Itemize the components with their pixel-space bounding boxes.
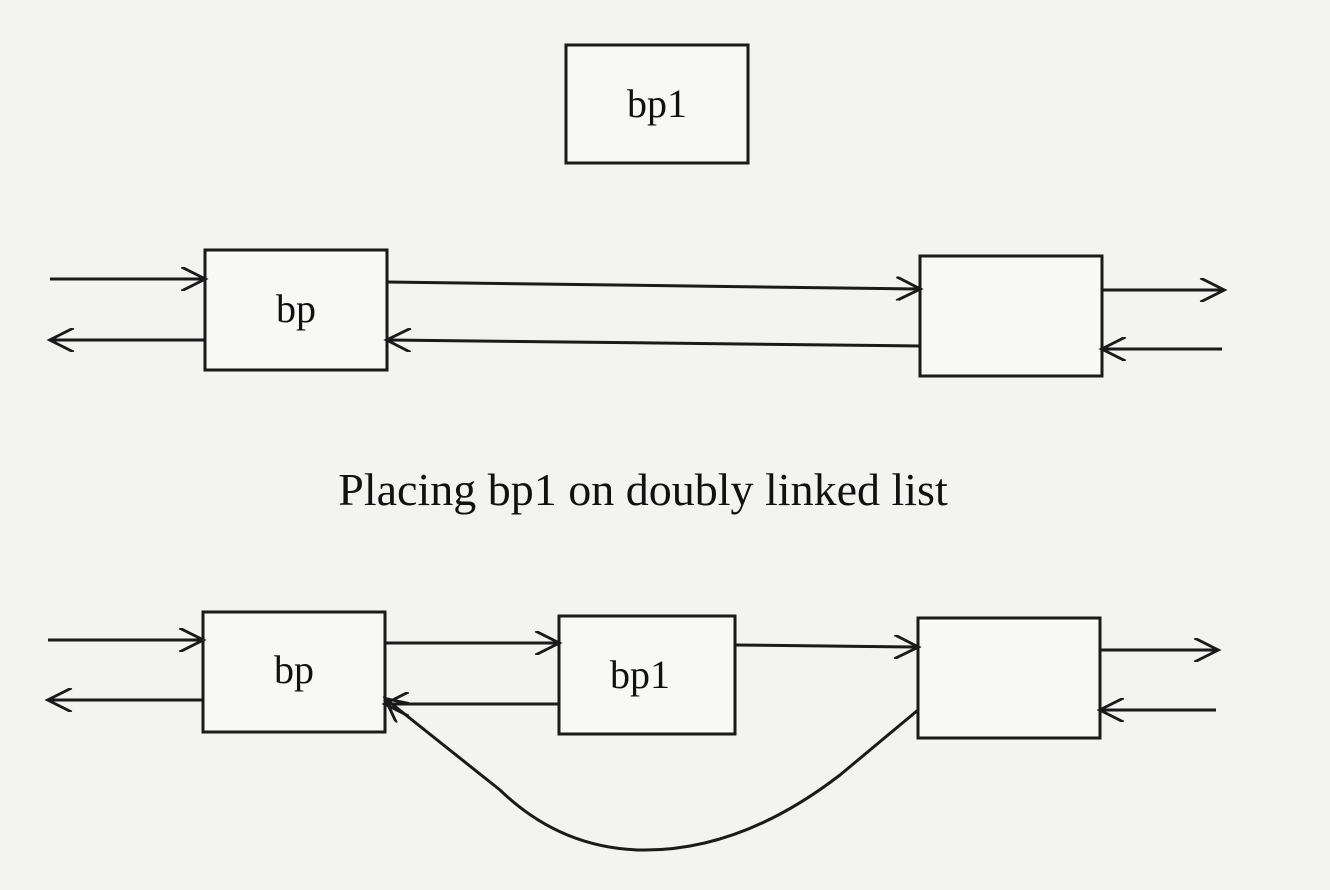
new-node-bp1 xyxy=(564,43,750,165)
bottom-node-bp-label: bp xyxy=(274,647,314,692)
top-bp-next-arrow xyxy=(386,282,918,289)
bottom-bp1-next-arrow xyxy=(734,645,916,647)
top-node-bp-label: bp xyxy=(276,286,316,331)
bottom-node-bp1 xyxy=(557,614,737,736)
bottom-node-bp xyxy=(201,610,387,734)
bottom-node-bp1-label: bp1 xyxy=(610,652,670,697)
top-right-prev-arrow xyxy=(389,340,921,346)
new-node-bp1-label: bp1 xyxy=(627,81,687,126)
bottom-node-right xyxy=(916,616,1102,740)
bottom-right-prev-curve-arrow xyxy=(387,700,919,852)
top-node-bp xyxy=(203,248,389,372)
top-node-right xyxy=(918,254,1104,378)
diagram-caption: Placing bp1 on doubly linked list xyxy=(338,464,948,515)
